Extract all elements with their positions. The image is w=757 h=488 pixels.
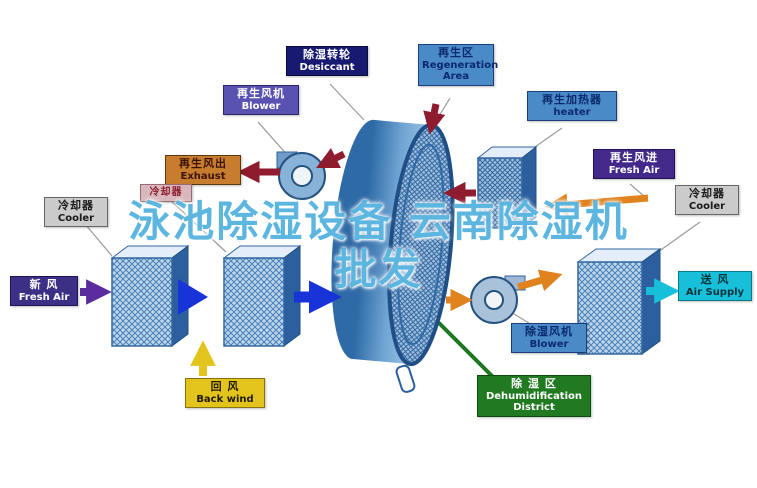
- sensor-probe: [395, 364, 416, 393]
- label-exhaust-en: Exhaust: [180, 170, 226, 182]
- label-back-wind-zh: 回 风: [210, 380, 240, 393]
- warm-air-arrows: [446, 193, 649, 312]
- label-cooler-right: 冷却器 Cooler: [675, 185, 739, 216]
- label-air-supply: 送 风 Air Supply: [678, 271, 752, 302]
- label-cooler-right-zh: 冷却器: [689, 187, 725, 200]
- label-cooler-left-en: Cooler: [57, 212, 95, 224]
- desiccant-rotor: [331, 119, 455, 367]
- regeneration-air-arrows: [237, 103, 476, 205]
- fresh-air-heat-exchanger: [110, 245, 190, 347]
- regeneration-blower-fan: [276, 151, 326, 200]
- label-fresh-air-inlet: 新 风 Fresh Air: [10, 276, 78, 307]
- label-cooler-left-zh: 冷却器: [58, 199, 94, 212]
- process-air-arrows: [178, 279, 342, 315]
- label-dehumid-district-en: Dehumidification District: [485, 390, 583, 414]
- label-air-supply-zh: 送 风: [700, 273, 730, 286]
- label-regen-area-zh: 再生区: [438, 46, 474, 59]
- label-dehumidification-district: 除 湿 区 Dehumidification District: [477, 375, 591, 417]
- label-desiccant-zh: 除湿转轮: [303, 48, 351, 61]
- label-exhaust-zh: 再生风出: [179, 157, 227, 170]
- label-regen-fresh-air-en: Fresh Air: [608, 164, 660, 176]
- regeneration-heater-box: [476, 145, 538, 230]
- supply-heat-exchanger: [576, 248, 662, 355]
- label-cooler-small: 冷却器: [140, 184, 192, 202]
- label-regeneration-heater: 再生加热器 heater: [527, 91, 617, 122]
- label-dehumid-blower-zh: 除湿风机: [525, 325, 573, 338]
- mixing-heat-exchanger: [222, 245, 302, 347]
- label-exhaust: 再生风出 Exhaust: [165, 155, 241, 186]
- label-fresh-air-left-en: Fresh Air: [18, 291, 70, 303]
- label-regen-fresh-air-zh: 再生风进: [610, 151, 658, 164]
- label-heater-zh: 再生加热器: [542, 93, 602, 106]
- label-regeneration-blower: 再生风机 Blower: [223, 85, 299, 116]
- label-back-wind-en: Back wind: [196, 393, 254, 405]
- label-heater-en: heater: [553, 106, 591, 118]
- label-regeneration-fresh-air: 再生风进 Fresh Air: [593, 149, 675, 180]
- label-dehumid-district-zh: 除 湿 区: [511, 377, 557, 390]
- label-dehumid-blower-en: Blower: [529, 338, 569, 350]
- label-fresh-air-left-zh: 新 风: [29, 278, 59, 291]
- label-dehumidification-blower: 除湿风机 Blower: [511, 323, 587, 354]
- label-regen-blower-en: Blower: [241, 100, 281, 112]
- label-cooler-right-en: Cooler: [688, 200, 726, 212]
- label-regeneration-area: 再生区 Regeneration Area: [418, 44, 499, 86]
- label-desiccant-en: Desiccant: [299, 61, 355, 73]
- label-air-supply-en: Air Supply: [685, 286, 745, 298]
- label-cooler-left: 冷却器 Cooler: [44, 197, 108, 228]
- label-desiccant-rotor: 除湿转轮 Desiccant: [286, 46, 368, 77]
- label-back-wind: 回 风 Back wind: [185, 378, 265, 409]
- label-regen-area-en: Regeneration Area: [422, 59, 499, 83]
- label-cooler-small-zh: 冷却器: [149, 187, 183, 198]
- label-regen-blower-zh: 再生风机: [237, 87, 285, 100]
